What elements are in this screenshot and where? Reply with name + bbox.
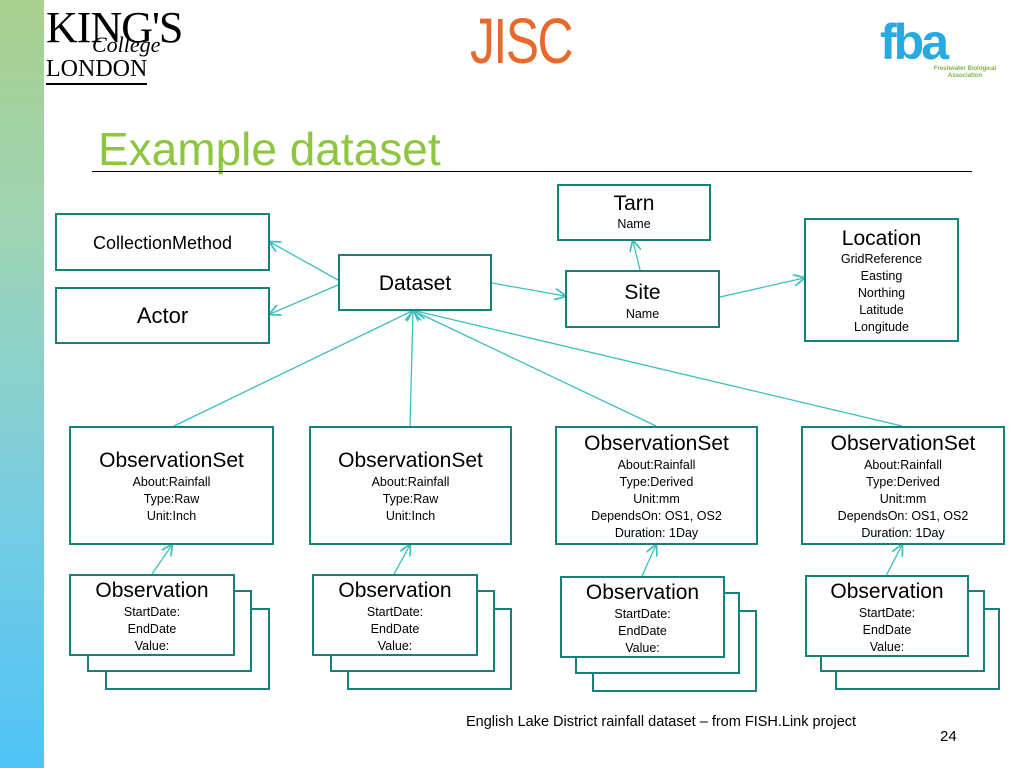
observationset-attr: Unit:Inch	[146, 509, 197, 523]
observation-title: Observation	[830, 580, 944, 603]
observation-attr: Value:	[625, 641, 660, 655]
jisc-logo: JISC	[470, 5, 573, 77]
kcl-logo-line3: LONDON	[46, 56, 148, 85]
observation-title: Observation	[95, 579, 209, 602]
location-attr: Easting	[860, 269, 903, 283]
tarn-node: Tarn Name	[557, 184, 711, 241]
connector-obsset3-dataset	[414, 311, 657, 427]
fba-logo-subtitle: Freshwater Biological Association	[933, 66, 997, 79]
connector-obs1-obsset1	[151, 545, 172, 575]
site-node: Site Name	[565, 270, 720, 328]
tarn-attr: Name	[617, 217, 651, 231]
connector-obs4-obsset4	[885, 545, 902, 577]
location-attr: Latitude	[859, 303, 904, 317]
tarn-title: Tarn	[613, 192, 655, 215]
site-attr: Name	[625, 307, 660, 321]
slide-title: Example dataset	[98, 123, 441, 175]
observation-title: Observation	[585, 581, 700, 604]
location-attr: Northing	[857, 286, 906, 300]
location-title: Location	[841, 227, 922, 250]
observation-node-1: Observation StartDate: EndDate Value:	[69, 574, 235, 656]
connector-obsset4-dataset	[416, 311, 903, 427]
observation-node-4: Observation StartDate: EndDate Value:	[805, 575, 969, 657]
location-node: Location GridReference Easting Northing …	[804, 218, 959, 342]
actor-node: Actor	[55, 287, 270, 344]
kcl-logo-line1: KING'S	[46, 3, 183, 52]
observation-attr: EndDate	[862, 623, 912, 637]
observationset-attr: Duration: 1Day	[861, 526, 945, 540]
collectionmethod-node: CollectionMethod	[55, 213, 270, 271]
observation-attr: StartDate:	[614, 607, 671, 621]
kcl-logo-line2: College	[92, 32, 161, 57]
observationset-attr: Type:Derived	[619, 475, 694, 489]
observationset-title: ObservationSet	[830, 432, 976, 455]
observationset-node-1: ObservationSet About:Rainfall Type:Raw U…	[69, 426, 274, 545]
actor-title: Actor	[136, 303, 189, 328]
observationset-attr: Type:Raw	[382, 492, 439, 506]
observation-attr: StartDate:	[858, 606, 916, 620]
observation-attr: EndDate	[618, 624, 667, 638]
observationset-attr: Duration: 1Day	[614, 526, 699, 540]
observationset-attr: Type:Derived	[866, 475, 940, 489]
location-attr: GridReference	[840, 252, 923, 266]
dataset-node: Dataset	[338, 254, 492, 311]
fba-logo: fba Freshwater Biological Association	[880, 12, 1010, 87]
observation-node-3: Observation StartDate: EndDate Value:	[560, 576, 725, 658]
observationset-attr: About:Rainfall	[617, 458, 696, 472]
observation-title: Observation	[338, 579, 452, 602]
observationset-attr: About:Rainfall	[132, 475, 211, 489]
observation-node-2: Observation StartDate: EndDate Value:	[312, 574, 478, 656]
connector-dataset-site	[491, 282, 565, 296]
observationset-attr: DependsOn: OS1, OS2	[837, 509, 969, 523]
observation-attr: StartDate:	[366, 605, 424, 619]
observationset-node-4: ObservationSet About:Rainfall Type:Deriv…	[801, 426, 1005, 545]
observationset-attr: Unit:mm	[879, 492, 927, 506]
observationset-attr: Unit:mm	[633, 492, 680, 506]
site-title: Site	[624, 281, 661, 304]
observationset-attr: About:Rainfall	[864, 458, 942, 472]
observationset-title: ObservationSet	[99, 449, 244, 472]
observationset-attr: DependsOn: OS1, OS2	[591, 509, 722, 523]
observation-attr: StartDate:	[123, 605, 181, 619]
observation-attr: Value:	[134, 639, 170, 653]
observationset-attr: Unit:Inch	[385, 509, 436, 523]
connector-obs2-obsset2	[393, 545, 410, 575]
connector-dataset-actor	[270, 284, 339, 314]
dataset-title: Dataset	[378, 272, 452, 295]
connector-site-location	[719, 278, 804, 298]
collectionmethod-title: CollectionMethod	[92, 233, 233, 253]
page-number: 24	[940, 728, 957, 745]
footer-caption: English Lake District rainfall dataset –…	[466, 714, 857, 730]
observationset-node-3: ObservationSet About:Rainfall Type:Deriv…	[555, 426, 758, 545]
observationset-node-2: ObservationSet About:Rainfall Type:Raw U…	[309, 426, 512, 545]
observation-attr: Value:	[377, 639, 413, 653]
observation-attr: EndDate	[127, 622, 177, 636]
observation-attr: Value:	[869, 640, 905, 654]
connector-dataset-collectionmethod	[270, 242, 339, 281]
observationset-title: ObservationSet	[338, 449, 483, 472]
connector-obs3-obsset3	[641, 545, 656, 577]
observationset-attr: Type:Raw	[143, 492, 200, 506]
title-underline	[92, 171, 972, 172]
fba-logo-text: fba	[880, 14, 949, 70]
sidebar-gradient	[0, 0, 44, 768]
connector-obsset2-dataset	[410, 311, 413, 427]
location-attr: Longitude	[854, 320, 909, 334]
connector-site-tarn	[633, 241, 640, 271]
kings-college-logo: KING'S College LONDON	[46, 6, 183, 88]
connector-obsset1-dataset	[173, 311, 412, 427]
observation-attr: EndDate	[370, 622, 420, 636]
observationset-attr: About:Rainfall	[371, 475, 450, 489]
observationset-title: ObservationSet	[584, 432, 729, 455]
